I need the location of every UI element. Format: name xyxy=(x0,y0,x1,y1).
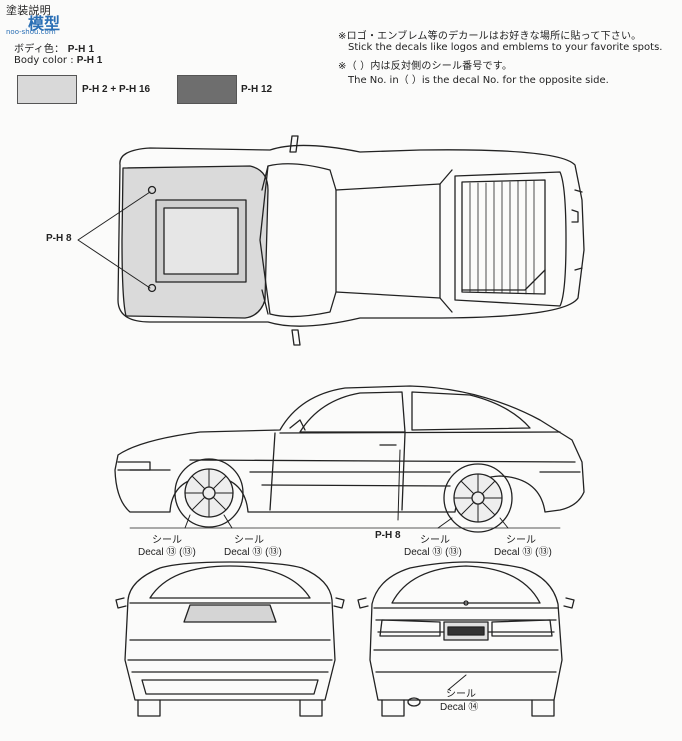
note-1-en: Stick the decals like logos and emblems … xyxy=(348,42,663,53)
front-wheel-decal-en: Decal ⑬ (⑬) xyxy=(138,547,196,558)
note-2-en: The No. in（ ）is the decal No. for the op… xyxy=(348,75,609,86)
rear-wheel-decal-en-2: Decal ⑬ (⑬) xyxy=(494,547,552,558)
front-wheel-decal-en-2: Decal ⑬ (⑬) xyxy=(224,547,282,558)
front-wheel-decal-jp: シール xyxy=(152,535,182,546)
swatch-dark-grey-label: P-H 12 xyxy=(241,84,273,95)
side-view xyxy=(114,385,585,533)
swatch-silver xyxy=(17,75,77,104)
note-2-jp: ※（ ）内は反対側のシール番号です。 xyxy=(338,61,513,72)
body-color-en: Body color : P-H 1 xyxy=(14,55,103,66)
rear-wheel-decal-jp: シール xyxy=(420,535,450,546)
swatch-silver-label: P-H 2 + P-H 16 xyxy=(82,84,151,95)
note-1-jp: ※ロゴ・エンブレム等のデカールはお好きな場所に貼って下さい。 xyxy=(338,31,642,42)
watermark-text: 模型 xyxy=(28,14,61,33)
top-view xyxy=(117,135,585,346)
swatch-dark-grey xyxy=(177,75,237,104)
page-title: 塗装説明 xyxy=(6,4,51,17)
callout-hood-ph8: P-H 8 xyxy=(46,233,72,244)
rear-wheel-decal-jp-2: シール xyxy=(506,535,536,546)
rear-wheel-decal-en: Decal ⑬ (⑬) xyxy=(404,547,462,558)
front-wheel-decal-jp-2: シール xyxy=(234,535,264,546)
watermark-logo: 模型 xyxy=(28,10,60,34)
rear-view xyxy=(357,561,575,717)
rear-decal-en: Decal ⑭ xyxy=(440,702,479,713)
callout-door-ph8: P-H 8 xyxy=(375,530,401,541)
front-view xyxy=(115,561,345,717)
watermark-url: noo-shou.com xyxy=(6,28,56,36)
body-color-jp: ボディ色： P-H 1 xyxy=(14,44,95,55)
rear-decal-jp: シール xyxy=(446,689,476,700)
